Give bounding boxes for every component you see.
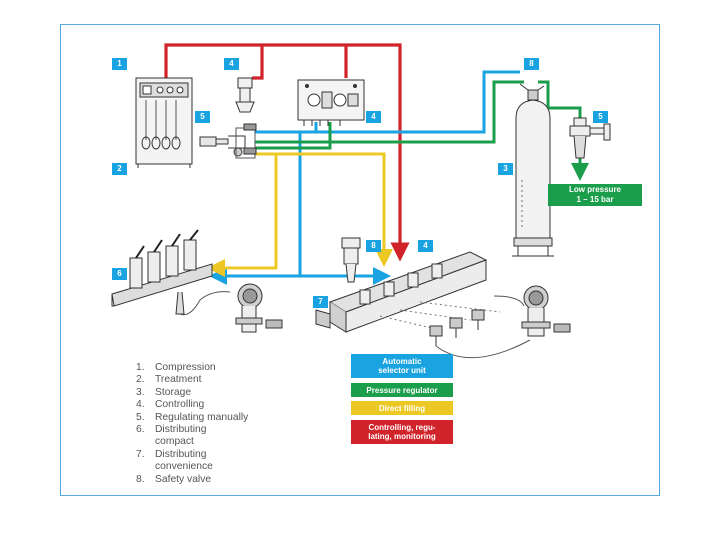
badge-controlling-regulator: 4	[224, 58, 239, 70]
legend-item: 1. Compression	[136, 362, 248, 374]
legend-number: 3.	[136, 386, 145, 398]
gas-cylinder-illustration	[512, 83, 554, 257]
legend-item: 7. Distributing	[136, 449, 248, 461]
legend-text: Safety valve	[155, 473, 212, 485]
legend-text: Regulating manually	[155, 411, 249, 423]
legend-number: 6.	[136, 424, 145, 436]
safety-valve-illustration	[341, 237, 361, 283]
key-label-line1: Direct filling	[378, 403, 426, 413]
convenience-distribution-illustration	[315, 251, 571, 359]
key-pressure-regulator: Pressure regulator	[351, 383, 453, 397]
badge-storage: 3	[498, 163, 513, 175]
badge-distributing-convenience: 7	[313, 296, 328, 308]
compact-distribution-illustration	[111, 229, 283, 333]
legend-item: 2. Treatment	[136, 374, 248, 386]
legend-text: convenience	[155, 461, 213, 473]
legend-number: 4.	[136, 399, 145, 411]
legend-item-continuation: compact	[136, 436, 248, 448]
low-pressure-range: 1 – 15 bar	[576, 195, 614, 204]
pressure-regulator-illustration	[235, 77, 255, 113]
badge-treatment: 2	[112, 163, 127, 175]
legend-item: 8. Safety valve	[136, 474, 248, 486]
legend-item: 3. Storage	[136, 387, 248, 399]
legend-number: 5.	[136, 411, 145, 423]
legend-number: 1.	[136, 362, 145, 373]
badge-distributing-compact: 6	[112, 268, 127, 280]
blue-line	[209, 70, 520, 285]
badge-controlling-manifold: 4	[418, 240, 433, 252]
legend-item: 5. Regulating manually	[136, 412, 248, 424]
legend-text: Treatment	[155, 374, 202, 386]
key-label-line2: lating, monitoring	[368, 432, 436, 441]
legend-item-continuation: convenience	[136, 461, 248, 473]
badge-controlling-panel: 4	[366, 111, 381, 123]
red-line	[164, 43, 410, 262]
diagram-frame	[60, 24, 660, 496]
legend-item: 6. Distributing	[136, 424, 248, 436]
legend-list: 1. Compression 2. Treatment 3. Storage 4. Co…	[136, 362, 248, 486]
yellow-line	[207, 152, 393, 277]
key-label-line1: Controlling, regu-	[368, 423, 436, 432]
legend-text: Controlling	[155, 399, 205, 411]
legend-text: Distributing	[155, 424, 207, 436]
legend-item: 4. Controlling	[136, 399, 248, 411]
key-direct-filling: Direct filling	[351, 401, 453, 415]
treatment-valve-illustration	[199, 123, 257, 159]
compressor-cabinet-illustration	[135, 77, 193, 168]
key-label-line1: Pressure regulator	[366, 385, 438, 395]
key-controlling-monitoring: Controlling, regu-lating, monitoring	[351, 420, 453, 444]
legend-number: 2.	[136, 374, 145, 386]
low-pressure-box: Low pressure 1 – 15 bar	[548, 184, 642, 206]
legend-text: Compression	[155, 362, 216, 373]
control-panel-illustration	[297, 79, 365, 126]
badge-regulating-manually-cylinder: 5	[593, 111, 608, 123]
legend-text: Distributing	[155, 448, 207, 460]
key-label-line1: Automatic	[382, 357, 422, 366]
badge-safety-valve-top: 8	[524, 58, 539, 70]
manual-regulator-illustration	[569, 117, 611, 159]
legend-number: 7.	[136, 448, 145, 460]
key-label-line2: selector unit	[378, 366, 426, 375]
badge-regulating-manually: 5	[195, 111, 210, 123]
badge-compression: 1	[112, 58, 127, 70]
legend-text: Storage	[155, 386, 192, 398]
low-pressure-label: Low pressure	[568, 185, 621, 194]
legend-text: compact	[155, 436, 194, 448]
legend-number: 8.	[136, 473, 145, 485]
badge-safety-valve-manifold: 8	[366, 240, 381, 252]
